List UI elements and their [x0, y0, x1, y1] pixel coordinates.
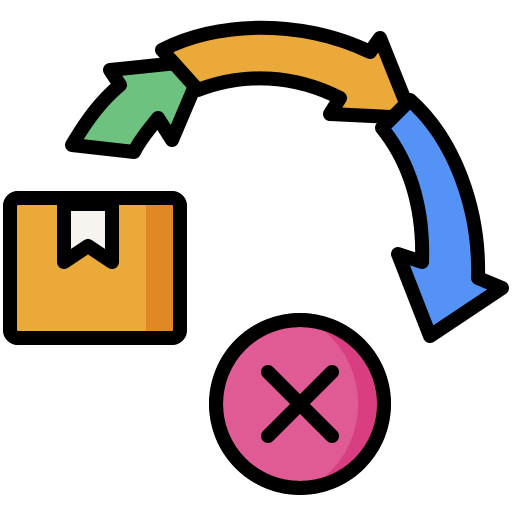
- orange-arrow-icon: [155, 20, 419, 125]
- blue-arrow-icon: [375, 93, 509, 343]
- package-box-icon: [3, 191, 187, 345]
- cancel-x-icon: [209, 313, 391, 495]
